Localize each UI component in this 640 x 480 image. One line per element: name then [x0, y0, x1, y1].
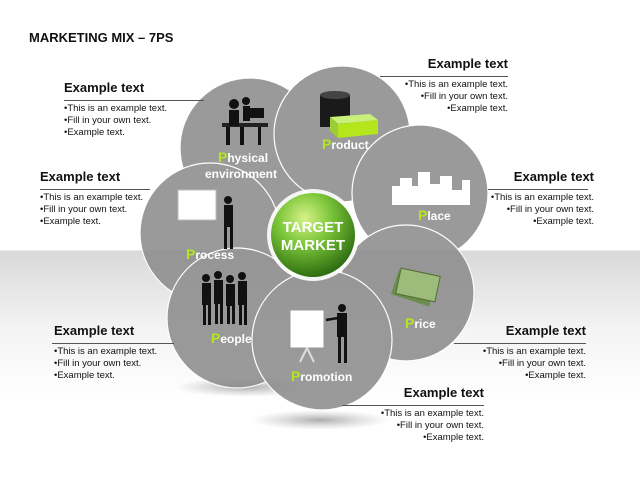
callout-bullet: •This is an example text. [40, 192, 144, 203]
shadow-promotion [250, 410, 390, 430]
callout-heading: Example text [513, 169, 594, 184]
callout-heading: Example text [54, 323, 135, 338]
callout-bullet: •Example text. [533, 216, 594, 227]
callout-bullet: •Fill in your own text. [396, 420, 484, 431]
callout-bullet: •This is an example text. [490, 192, 594, 203]
rule-bottom [342, 405, 484, 406]
callout-bullet: •Example text. [447, 103, 508, 114]
presenter-flipchart-icon [289, 304, 347, 363]
callout-bottom: Example text •This is an example text. •… [380, 385, 484, 444]
callout-bullet: •Example text. [423, 432, 484, 443]
rule-mid-left [40, 189, 150, 190]
callout-bullet: •Fill in your own text. [64, 115, 152, 126]
callout-bullet: •Fill in your own text. [498, 358, 586, 369]
rule-mid-right [488, 189, 588, 190]
center-target-market [271, 193, 355, 277]
rule-low-right [454, 343, 586, 344]
callout-heading: Example text [40, 169, 121, 184]
product-box-icon [320, 91, 378, 138]
callout-bullet: •Example text. [64, 127, 125, 138]
money-banknotes-icon [390, 267, 441, 307]
callout-heading: Example text [505, 323, 586, 338]
label-physical: Physical [218, 149, 268, 165]
center-line1: TARGET [283, 219, 344, 236]
label-promotion: Promotion [291, 368, 352, 384]
callout-top-right: Example text •This is an example text. •… [404, 56, 508, 115]
label-place: Place [418, 207, 451, 223]
callout-low-right: Example text •This is an example text. •… [482, 323, 586, 382]
business-people-group-icon [202, 271, 247, 325]
callout-bullet: •Fill in your own text. [420, 91, 508, 102]
rule-top-left [64, 100, 204, 101]
callout-bullet: •This is an example text. [482, 346, 586, 357]
callout-bullet: •This is an example text. [404, 79, 508, 90]
rule-top-right [380, 76, 508, 77]
rule-low-left [52, 343, 174, 344]
callout-top-left: Example text •This is an example text. •… [64, 80, 168, 139]
whiteboard-presentation-icon [177, 189, 233, 249]
page-title: MARKETING MIX – 7PS [29, 30, 174, 45]
label-people: People [211, 330, 252, 346]
center-line2: MARKET [281, 237, 345, 254]
label-product: Product [322, 136, 369, 152]
city-skyline-icon [392, 172, 470, 205]
callout-low-left: Example text •This is an example text. •… [54, 323, 158, 382]
callout-heading: Example text [427, 56, 508, 71]
callout-mid-left: Example text •This is an example text. •… [40, 169, 144, 228]
callout-bullet: •This is an example text. [380, 408, 484, 419]
callout-bullet: •Example text. [40, 216, 101, 227]
label-price: Price [405, 315, 436, 331]
callout-bullet: •This is an example text. [54, 346, 158, 357]
callout-bullet: •Example text. [54, 370, 115, 381]
label-environment: environment [205, 167, 277, 181]
desk-worker-icon [222, 97, 268, 145]
callout-heading: Example text [403, 385, 484, 400]
callout-heading: Example text [64, 80, 145, 95]
callout-bullet: •Fill in your own text. [40, 204, 128, 215]
callout-bullet: •This is an example text. [64, 103, 168, 114]
label-process: Process [186, 246, 234, 262]
callout-bullet: •Fill in your own text. [54, 358, 142, 369]
callout-bullet: •Fill in your own text. [506, 204, 594, 215]
callout-bullet: •Example text. [525, 370, 586, 381]
callout-mid-right: Example text •This is an example text. •… [490, 169, 594, 228]
